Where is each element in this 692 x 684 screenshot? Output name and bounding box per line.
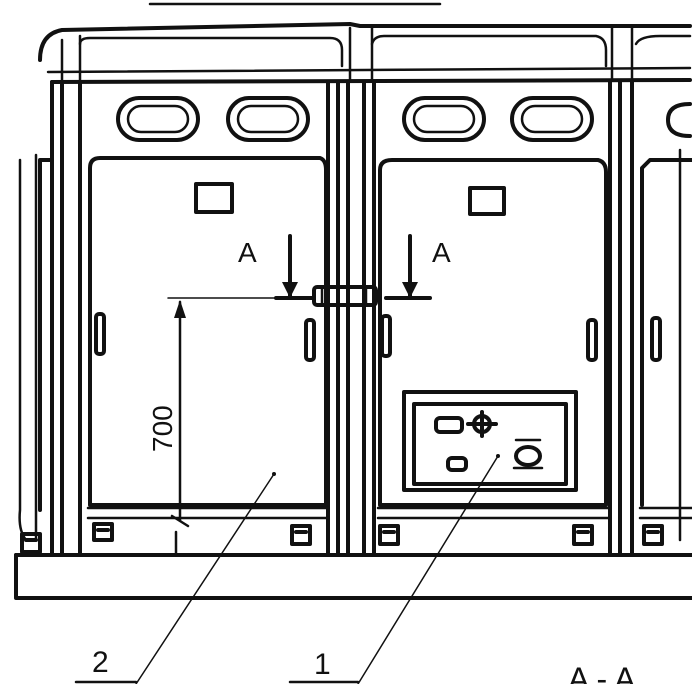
top-rail xyxy=(38,22,692,84)
callout-2-leader xyxy=(135,473,275,684)
dimension-label: 700 xyxy=(147,405,178,452)
door-handle-right xyxy=(304,318,316,362)
section-label-left: A xyxy=(238,237,257,268)
meter-dial xyxy=(514,445,542,467)
indicator-lamp xyxy=(434,416,464,434)
inspection-window xyxy=(194,182,234,214)
vertical-posts xyxy=(18,80,682,557)
callout-label-2: 2 xyxy=(92,646,109,679)
section-label-right: A xyxy=(432,237,451,268)
section-marker-right xyxy=(384,234,432,300)
left-cabinet-door xyxy=(86,156,330,520)
cabinet-coupling xyxy=(312,285,378,307)
cabinet-castors xyxy=(20,522,664,554)
door-handle-left xyxy=(380,314,392,358)
push-button xyxy=(446,456,468,472)
right-cabinet-door xyxy=(376,158,610,520)
callout-1-leader xyxy=(357,455,499,684)
section-marker-left xyxy=(274,234,314,300)
door-handle-left xyxy=(94,312,106,356)
control-panel xyxy=(402,390,578,492)
section-view-title: A - A xyxy=(568,661,636,684)
callout-label-1: 1 xyxy=(314,648,331,681)
inspection-window xyxy=(468,186,506,216)
dimension-line xyxy=(167,297,279,557)
adjacent-cabinets xyxy=(38,158,692,520)
door-handle-right xyxy=(586,318,598,362)
base-platform xyxy=(14,553,692,600)
vent-openings xyxy=(116,96,692,142)
